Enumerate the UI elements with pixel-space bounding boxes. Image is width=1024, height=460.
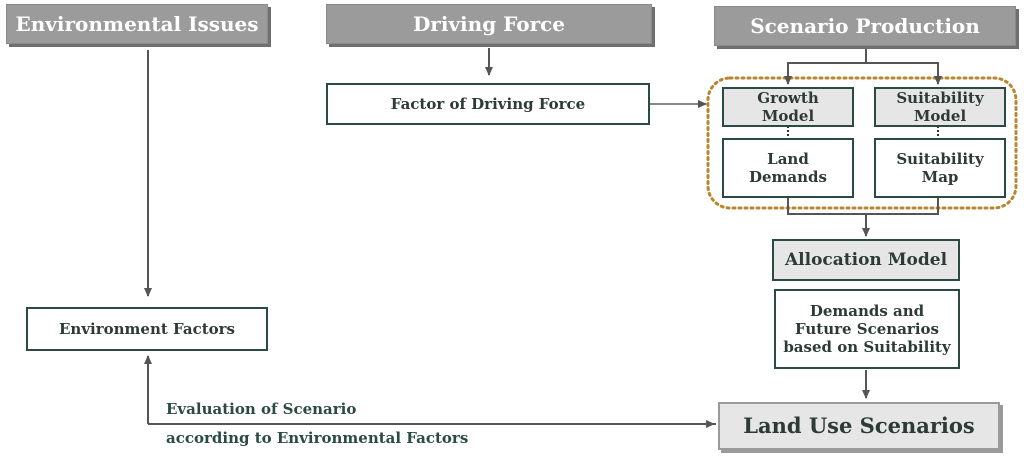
evaluation-label-line2: according to Environmental Factors: [166, 429, 469, 447]
header-scenario-production: Scenario Production: [714, 6, 1016, 46]
box-growth-model: Growth Model: [722, 87, 854, 127]
join-to-allocation: [787, 198, 939, 215]
box-suitability-map: Suitability Map: [874, 138, 1006, 198]
box-suitability-model: Suitability Model: [874, 87, 1006, 127]
box-allocation-model: Allocation Model: [772, 239, 960, 281]
box-land-use-scenarios: Land Use Scenarios: [718, 402, 1000, 450]
box-environment-factors: Environment Factors: [26, 307, 268, 351]
evaluation-label-line1: Evaluation of Scenario: [166, 400, 357, 418]
box-demands-future-scenarios: Demands and Future Scenarios based on Su…: [774, 289, 960, 369]
box-factor-of-driving-force: Factor of Driving Force: [326, 83, 650, 125]
header-environmental-issues: Environmental Issues: [6, 4, 268, 44]
box-land-demands: Land Demands: [722, 138, 854, 198]
split-scenario-production: [784, 44, 867, 85]
model-group-outline: [706, 76, 1018, 210]
header-driving-force: Driving Force: [326, 4, 652, 44]
